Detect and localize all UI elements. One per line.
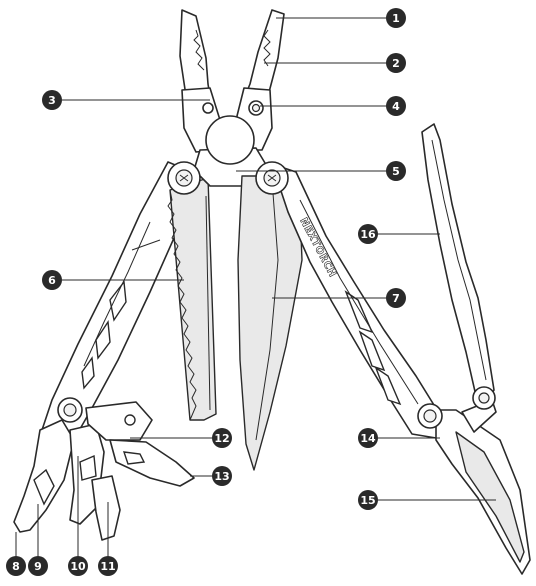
folded-file — [422, 124, 494, 402]
screw-left-pivot — [168, 162, 200, 194]
callout-11: 11 — [98, 556, 118, 576]
callout-3: 3 — [42, 90, 62, 110]
screw-file-pivot — [473, 387, 495, 409]
callout-1: 1 — [386, 8, 406, 28]
callout-number-2: 2 — [392, 57, 400, 70]
screw-tool-pivot — [58, 398, 82, 422]
scissors — [436, 400, 530, 574]
callout-number-6: 6 — [48, 274, 56, 287]
right-handle: NEXTORCH — [272, 164, 442, 438]
callout-8: 8 — [6, 556, 26, 576]
callout-number-11: 11 — [100, 560, 115, 573]
callout-14: 14 — [358, 428, 378, 448]
callout-5: 5 — [386, 161, 406, 181]
tool-cluster — [14, 402, 194, 540]
callout-16: 16 — [358, 224, 378, 244]
callout-15: 15 — [358, 490, 378, 510]
callout-number-3: 3 — [48, 94, 56, 107]
callout-number-8: 8 — [12, 560, 20, 573]
saw-blade — [168, 178, 216, 420]
callout-number-15: 15 — [360, 494, 375, 507]
callout-6: 6 — [42, 270, 62, 290]
callout-number-1: 1 — [392, 12, 400, 25]
callout-number-9: 9 — [34, 560, 42, 573]
callout-10: 10 — [68, 556, 88, 576]
callout-number-14: 14 — [360, 432, 376, 445]
callout-13: 13 — [212, 466, 232, 486]
callout-9: 9 — [28, 556, 48, 576]
callout-number-13: 13 — [214, 470, 229, 483]
callout-number-5: 5 — [392, 165, 400, 178]
callout-12: 12 — [212, 428, 232, 448]
callout-number-10: 10 — [70, 560, 86, 573]
callout-number-12: 12 — [214, 432, 229, 445]
callout-number-7: 7 — [392, 292, 400, 305]
callout-2: 2 — [386, 53, 406, 73]
callout-4: 4 — [386, 96, 406, 116]
callout-number-4: 4 — [392, 100, 400, 113]
callout-number-16: 16 — [360, 228, 376, 241]
screw-right-pivot — [256, 162, 288, 194]
screw-scissor-pivot — [418, 404, 442, 428]
callout-7: 7 — [386, 288, 406, 308]
